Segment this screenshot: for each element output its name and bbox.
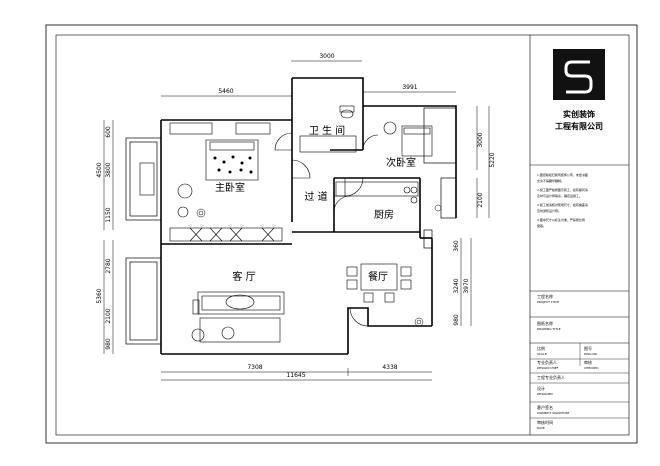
- room-labels: 主卧室 卫 生 间 次卧室 过 道 厨房 客 厅 餐厅: [215, 124, 416, 283]
- field-label: 图纸名称: [537, 320, 553, 326]
- field-label: 设计: [537, 385, 545, 391]
- note-line: 及时通知设计师。: [537, 208, 561, 213]
- title-block: 实创装饰 工程有限公司 1.图纸版权归我司装饰公司，未经书面 允许不得翻印翻制。…: [529, 35, 629, 435]
- fields-table: 工程名称 PROJECT TITLE 图纸名称 DRAWING TITLE 比例…: [530, 293, 629, 430]
- dim-left-2: 3800: [105, 162, 112, 177]
- room-master-bedroom: 主卧室: [215, 181, 245, 194]
- room-second-bedroom: 次卧室: [386, 156, 416, 169]
- room-living: 客 厅: [232, 270, 255, 283]
- field-label: 客户签名: [537, 404, 553, 410]
- dim-left-4: 1150: [105, 207, 112, 222]
- note-line: 允许不得翻印翻制。: [537, 178, 564, 183]
- dim-left-6: 5360: [96, 288, 103, 303]
- dim-left-8: 980: [105, 338, 112, 350]
- note-line: 及时与设计师联系，确定后施工。: [537, 193, 582, 198]
- field-value: SCALE: [537, 352, 547, 356]
- dim-left-7: 2100: [105, 308, 112, 323]
- dim-top-right: 3991: [402, 84, 417, 91]
- dim-bottom-1: 7308: [247, 364, 262, 371]
- dim-right-5: 3240: [453, 278, 460, 293]
- bay-windows: [125, 107, 457, 345]
- company-name-line2: 工程有限公司: [555, 121, 603, 131]
- dim-left-1: 600: [105, 126, 112, 138]
- dimension-labels: 3000 5460 3991 600 3800 4500 1150 2780 5…: [96, 53, 496, 379]
- field-label: 比例: [537, 345, 545, 351]
- dim-bottom-2: 4338: [382, 364, 397, 371]
- field-value: OWNER'S SIGNATURE: [537, 411, 570, 415]
- dim-right-7: 980: [453, 314, 460, 326]
- field-label: 工程名称: [537, 293, 553, 299]
- note-line: 量取。: [537, 223, 546, 228]
- dim-left-3: 4500: [96, 162, 103, 177]
- room-dining: 餐厅: [368, 270, 388, 283]
- note-line: 4.图中尺寸以标注为准，严禁按比例: [537, 217, 585, 222]
- company-name-line1: 实创装饰: [563, 109, 595, 119]
- note-line: 2.施工图严格按图示施工，如有疑问请: [537, 187, 588, 192]
- furniture: [139, 105, 433, 343]
- dining-table: [360, 263, 398, 291]
- walls: [160, 77, 457, 355]
- dim-right-4: 360: [453, 240, 460, 252]
- room-bathroom: 卫 生 间: [309, 124, 345, 137]
- field-label: 审核: [584, 359, 592, 365]
- room-corridor: 过 道: [304, 190, 327, 203]
- dim-top-left: 5460: [218, 88, 233, 95]
- field-label: 审核时间: [537, 419, 553, 425]
- dim-right-2: 5220: [489, 152, 496, 167]
- notes-block: 1.图纸版权归我司装饰公司，未经书面 允许不得翻印翻制。 2.施工图严格按图示施…: [537, 172, 588, 228]
- field-label: 工程专业负责人: [537, 374, 565, 380]
- dim-top-bath: 3000: [319, 53, 334, 60]
- dim-right-3: 2100: [477, 192, 484, 207]
- dim-right-6: 3970: [463, 278, 470, 293]
- logo-s-mark: [564, 60, 593, 94]
- field-label: 图号: [584, 345, 592, 351]
- second-bed: [401, 125, 433, 157]
- field-value: DWG.NO: [584, 352, 598, 356]
- dim-right-1: 3000: [477, 132, 484, 147]
- inner-border: [55, 34, 630, 436]
- field-value: CHECKED: [584, 366, 599, 370]
- doors: [274, 132, 379, 327]
- field-label: 专业负责人: [537, 359, 557, 365]
- sofa: [197, 291, 285, 315]
- dim-left-5: 2780: [105, 258, 112, 273]
- note-line: 1.图纸版权归我司装饰公司，未经书面: [537, 172, 588, 177]
- field-value: DRAWING TITLE: [537, 327, 561, 331]
- field-value: DESIGNED: [537, 392, 553, 396]
- cabinets: [169, 181, 419, 242]
- dimension-lines: [103, 60, 490, 381]
- bed: [205, 139, 259, 181]
- field-value: PROJECT TITLE: [537, 300, 559, 304]
- room-kitchen: 厨房: [374, 208, 394, 221]
- field-value: DESIGN CHIEF: [537, 366, 559, 370]
- field-value: DATE: [537, 426, 545, 430]
- note-line: 3.施工前请核对现场尺寸，如有偏差请: [537, 202, 588, 207]
- coffee-table: [199, 317, 281, 343]
- dim-bottom-total: 11645: [286, 372, 305, 379]
- bathtub: [299, 135, 357, 153]
- outer-border: [45, 24, 638, 444]
- plants: [196, 204, 442, 327]
